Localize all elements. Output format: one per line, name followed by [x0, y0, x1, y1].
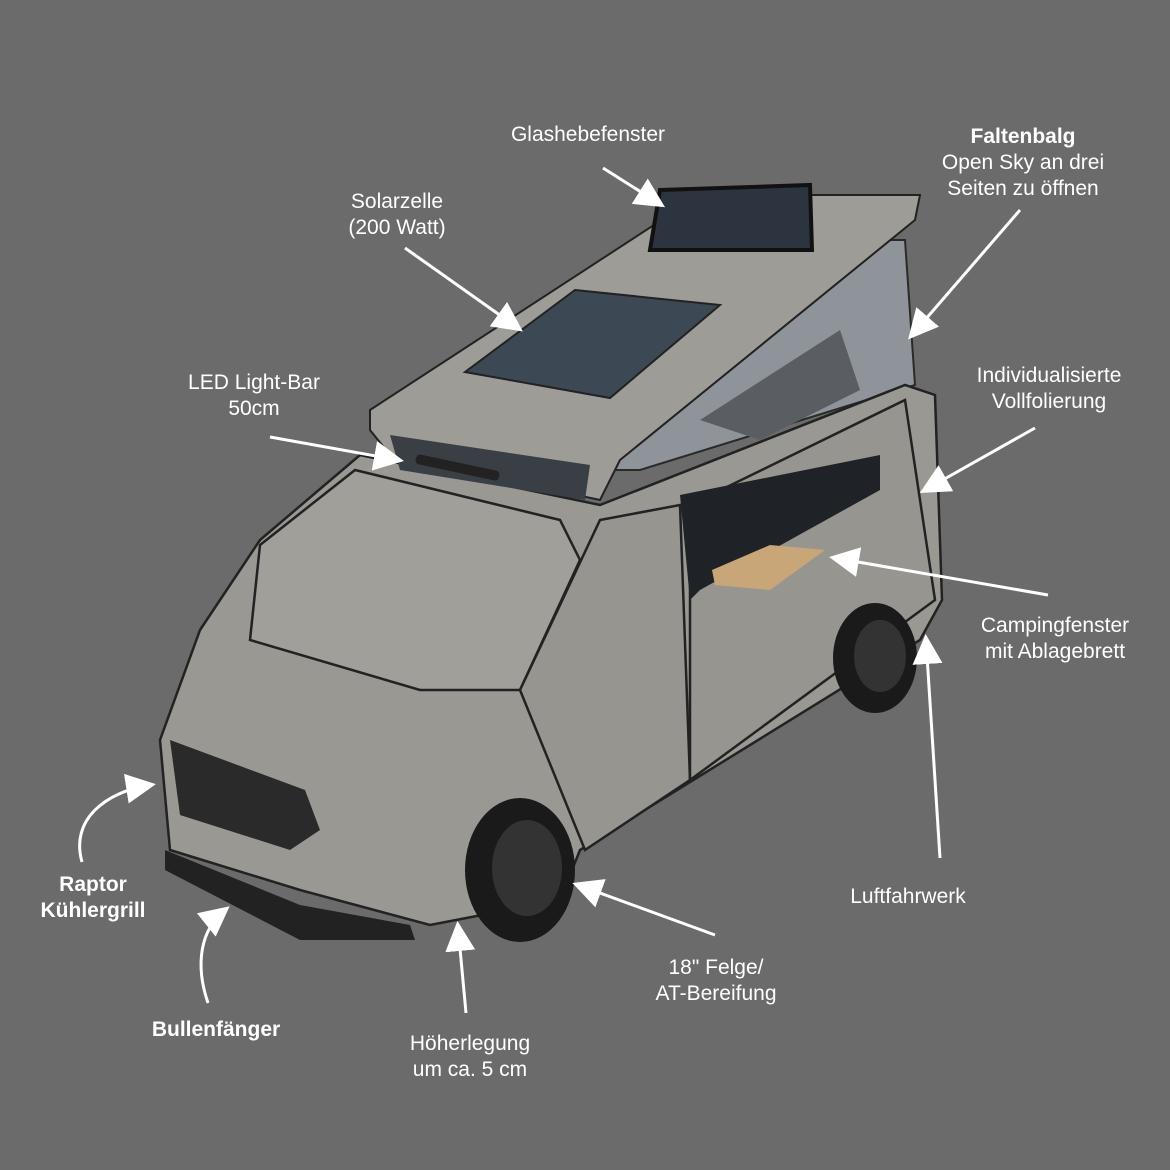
- solar-line1: Solarzelle: [350, 190, 444, 213]
- raptor-line2: Kühlergrill: [40, 899, 146, 922]
- hoeher-line1: Höherlegung: [409, 1032, 531, 1055]
- felge-line1: 18" Felge/: [668, 956, 764, 979]
- faltenbalg-line2: Seiten zu öffnen: [947, 177, 1099, 200]
- label-solarzelle: Solarzelle (200 Watt): [348, 189, 445, 241]
- camping-line2: mit Ablagebrett: [984, 640, 1126, 663]
- felge-line2: AT-Bereifung: [655, 982, 777, 1005]
- label-felge: 18" Felge/ AT-Bereifung: [655, 955, 776, 1007]
- camping-line1: Campingfenster: [980, 614, 1130, 637]
- folierung-line1: Individualisierte: [976, 364, 1122, 387]
- led-light-bar: [415, 454, 500, 481]
- label-raptor-kuehlergrill: Raptor Kühlergrill: [40, 872, 145, 924]
- label-luftfahrwerk: Luftfahrwerk: [850, 885, 966, 908]
- bull-bar: [165, 850, 415, 940]
- led-line1: LED Light-Bar: [188, 371, 320, 394]
- rear-wheel: [833, 603, 917, 713]
- hoeher-line2: um ca. 5 cm: [412, 1058, 528, 1081]
- led-line2: 50cm: [228, 397, 280, 420]
- faltenbalg-title: Faltenbalg: [970, 125, 1076, 148]
- raptor-grille: [170, 740, 320, 850]
- label-hoeherlegung: Höherlegung um ca. 5 cm: [410, 1031, 530, 1083]
- label-bullenfaenger: Bullenfänger: [151, 1018, 281, 1041]
- raptor-line1: Raptor: [59, 873, 127, 896]
- label-faltenbalg: Faltenbalg Open Sky an drei Seiten zu öf…: [942, 124, 1104, 202]
- camping-window: [680, 455, 880, 600]
- label-vollfolierung: Individualisierte Vollfolierung: [977, 363, 1122, 415]
- label-glashebefenster: Glashebefenster: [510, 123, 666, 146]
- solar-line2: (200 Watt): [348, 216, 446, 239]
- label-campingfenster: Campingfenster mit Ablagebrett: [981, 613, 1129, 665]
- glass-lift-window: [647, 182, 815, 252]
- faltenbalg-line1: Open Sky an drei: [941, 151, 1105, 174]
- front-wheel: [465, 798, 575, 942]
- solar-panel: [462, 288, 723, 400]
- label-led-light-bar: LED Light-Bar 50cm: [188, 370, 320, 422]
- callout-arrows: [78, 166, 1049, 1014]
- folierung-line2: Vollfolierung: [991, 390, 1107, 413]
